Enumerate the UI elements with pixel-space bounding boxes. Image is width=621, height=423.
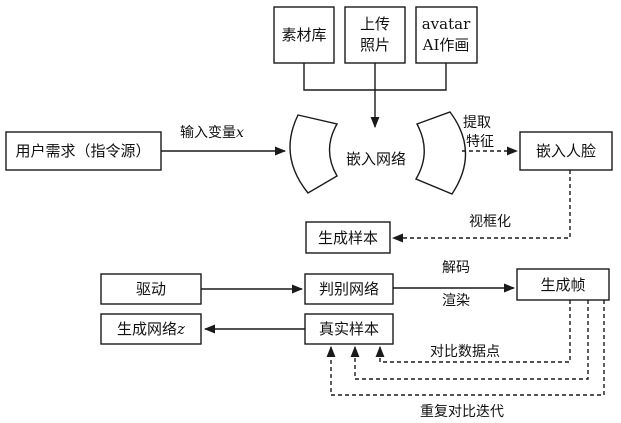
drive-node: 驱动	[100, 273, 202, 305]
extract-feature-label-line2: 特征	[466, 134, 494, 150]
top-merge-connector	[303, 63, 447, 91]
generation-network-node: 生成网络z	[100, 313, 202, 345]
embed-network-node: 嵌入网络	[289, 111, 467, 195]
avatar-ai-painting-node: avatar AI作画	[415, 6, 478, 64]
user-demand-node: 用户需求（指令源）	[5, 131, 162, 171]
embed-network-left-lens	[289, 114, 339, 194]
embed-network-label: 嵌入网络	[346, 150, 406, 168]
upload-photo-label-line1: 上传	[360, 15, 390, 33]
render-label: 渲染	[442, 293, 470, 309]
discriminator-network-label: 判别网络	[319, 280, 379, 298]
extract-feature-label-line1: 提取	[463, 115, 491, 131]
avatar-label-line1: avatar	[422, 15, 471, 33]
embed-face-label: 嵌入人脸	[536, 142, 596, 160]
generated-sample-node: 生成样本	[305, 221, 391, 254]
real-sample-node: 真实样本	[304, 313, 394, 345]
upload-photo-node: 上传 照片	[344, 6, 406, 64]
embed-face-node: 嵌入人脸	[519, 131, 613, 171]
upload-photo-label-line2: 照片	[360, 36, 390, 54]
generated-frame-label: 生成帧	[540, 276, 585, 294]
discriminator-network-node: 判别网络	[304, 273, 394, 305]
generated-frame-node: 生成帧	[516, 268, 610, 301]
iterate-outer-loop	[326, 300, 605, 396]
visualize-arrow	[391, 170, 571, 243]
iterate-label: 重复对比迭代	[420, 403, 504, 420]
input-variable-label: 输入变量x	[180, 125, 244, 141]
compare-datapoints-arrow	[375, 300, 571, 363]
generation-network-label: 生成网络z	[117, 320, 185, 338]
material-library-node: 素材库	[273, 6, 335, 64]
material-library-label: 素材库	[281, 26, 326, 44]
user-demand-label: 用户需求（指令源）	[15, 142, 150, 160]
visualize-label: 视框化	[469, 214, 511, 230]
decode-label: 解码	[442, 260, 470, 276]
compare-datapoints-label: 对比数据点	[430, 344, 500, 360]
embed-network-right-lens	[414, 111, 467, 195]
generated-sample-label: 生成样本	[318, 229, 378, 247]
real-sample-label: 真实样本	[319, 320, 379, 338]
drive-label: 驱动	[136, 280, 166, 298]
avatar-label-line2: AI作画	[422, 36, 470, 54]
